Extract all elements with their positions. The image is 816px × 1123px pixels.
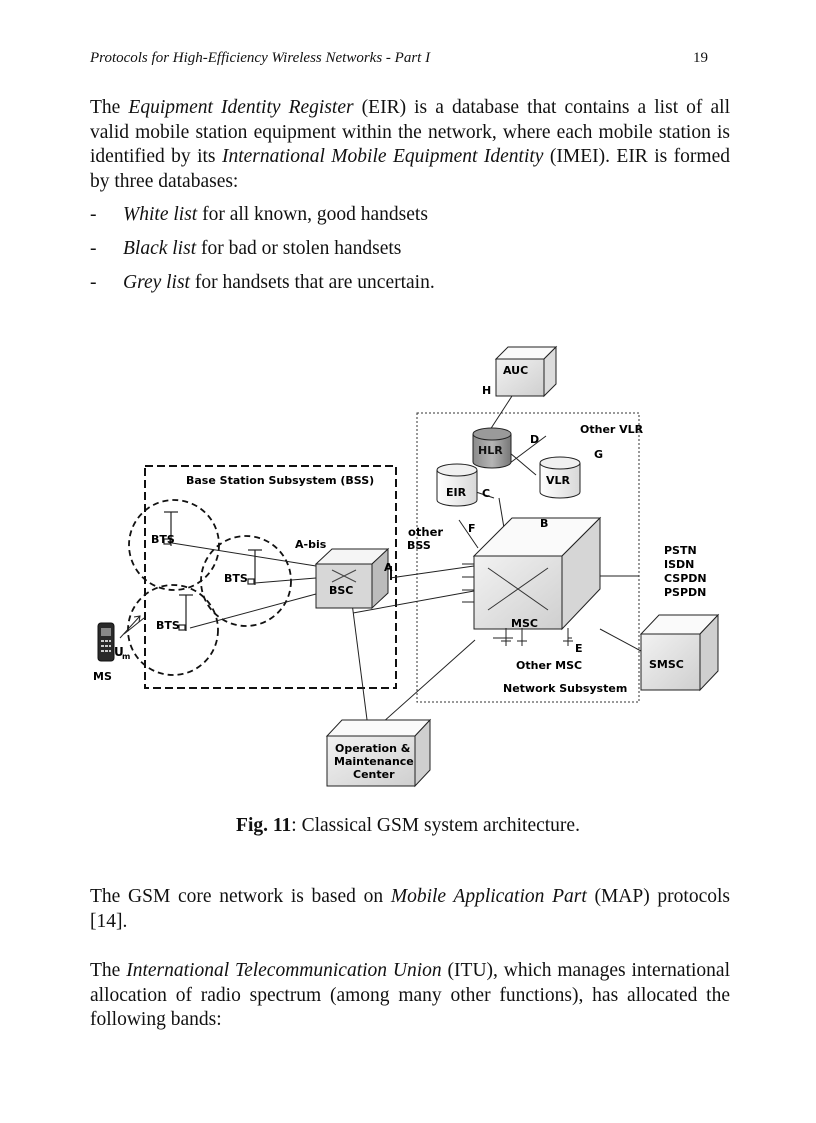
auc-node bbox=[494, 345, 558, 398]
itu-paragraph: The International Telecommunication Unio… bbox=[90, 960, 730, 1030]
other-msc-label: Other MSC bbox=[516, 659, 582, 672]
vlr-database bbox=[539, 456, 581, 499]
eir-label: EIR bbox=[446, 486, 467, 499]
omc-node bbox=[325, 718, 432, 788]
interface-b-label: B bbox=[540, 517, 548, 530]
list-term: Black list bbox=[123, 238, 197, 259]
pspdn-label: PSPDN bbox=[664, 586, 706, 599]
list-item: - White list for all known, good handset… bbox=[90, 204, 428, 225]
bsc-controller bbox=[314, 547, 390, 610]
ms-label: MS bbox=[93, 670, 112, 683]
network-subsystem-boundary bbox=[416, 412, 640, 703]
cell-circle bbox=[127, 584, 219, 676]
hlr-database bbox=[472, 427, 512, 469]
connection-lines bbox=[171, 395, 642, 744]
bts-label: BTS bbox=[224, 572, 248, 585]
interface-f-label: F bbox=[468, 522, 476, 535]
network-subsystem-label: Network Subsystem bbox=[503, 682, 627, 695]
bts-label: BTS bbox=[156, 619, 180, 632]
map-term: Mobile Application Part bbox=[390, 886, 587, 907]
interface-h-label: H bbox=[482, 384, 491, 397]
vlr-label: VLR bbox=[546, 474, 571, 487]
isdn-label: ISDN bbox=[664, 558, 694, 571]
radio-link-arrows bbox=[119, 615, 145, 639]
intro-term-imei: International Mobile Equipment Identity bbox=[221, 146, 544, 167]
figure-number: Fig. 11 bbox=[236, 815, 292, 836]
eir-database bbox=[436, 463, 478, 507]
msc-switch bbox=[472, 516, 602, 646]
omc-label-line-3: Center bbox=[353, 768, 395, 781]
smsc-label: SMSC bbox=[649, 658, 684, 671]
intro-term-eir: Equipment Identity Register bbox=[128, 97, 354, 118]
hlr-label: HLR bbox=[478, 444, 503, 457]
omc-label-line-1: Operation & bbox=[335, 742, 411, 755]
bts-label: BTS bbox=[151, 533, 175, 546]
intro-text-3: (IMEI). EIR is formed by three databases… bbox=[90, 146, 730, 192]
bss-title-label: Base Station Subsystem (BSS) bbox=[186, 474, 374, 487]
cspdn-label: CSPDN bbox=[664, 572, 707, 585]
bsc-label: BSC bbox=[329, 584, 353, 597]
interface-c-label: C bbox=[482, 487, 490, 500]
other-vlr-label: Other VLR bbox=[580, 423, 644, 436]
running-header: Protocols for High-Efficiency Wireless N… bbox=[90, 50, 730, 72]
list-term: Grey list bbox=[123, 272, 190, 293]
interface-e-label: E bbox=[575, 642, 583, 655]
interface-a-label: A bbox=[384, 561, 393, 574]
cell-circle bbox=[200, 535, 292, 627]
running-title: Protocols for High-Efficiency Wireless N… bbox=[90, 50, 431, 66]
pstn-label: PSTN bbox=[664, 544, 697, 557]
intro-text-2: (EIR) is a database that contains a list… bbox=[90, 97, 730, 167]
figure-caption-text: : Classical GSM system architecture. bbox=[291, 815, 580, 836]
abis-label: A-bis bbox=[295, 538, 327, 551]
interface-d-label: D bbox=[530, 433, 539, 446]
um-label: U bbox=[114, 645, 124, 659]
smsc-node bbox=[639, 613, 720, 692]
list-item: - Black list for bad or stolen handsets bbox=[90, 238, 402, 259]
bts-antennas bbox=[163, 511, 262, 631]
um-subscript: m bbox=[122, 652, 130, 661]
auc-label: AUC bbox=[503, 364, 528, 377]
page-number: 19 bbox=[693, 50, 708, 66]
omc-label-line-2: Maintenance bbox=[334, 755, 414, 768]
msc-label: MSC bbox=[511, 617, 538, 630]
mobile-phone-icon bbox=[97, 622, 115, 662]
gsm-architecture-figure: AUC H Other VLR D G HLR VLR EIR C Base S… bbox=[90, 338, 730, 798]
map-paragraph: The GSM core network is based on Mobile … bbox=[90, 886, 730, 932]
interface-g-label: G bbox=[594, 448, 603, 461]
database-list: - White list for all known, good handset… bbox=[90, 203, 730, 305]
other-bss-label: other bbox=[408, 525, 443, 539]
list-term: White list bbox=[123, 204, 198, 225]
figure-caption: Fig. 11: Classical GSM system architectu… bbox=[0, 815, 816, 837]
intro-paragraph: The Equipment Identity Register (EIR) is… bbox=[90, 96, 730, 194]
gsm-architecture-diagram: AUC H Other VLR D G HLR VLR EIR C Base S… bbox=[93, 345, 720, 788]
intro-text-1: The bbox=[90, 97, 129, 118]
other-bss-label-2: BSS bbox=[407, 539, 431, 552]
itu-term: International Telecommunication Union bbox=[126, 960, 442, 981]
list-item: - Grey list for handsets that are uncert… bbox=[90, 272, 435, 293]
